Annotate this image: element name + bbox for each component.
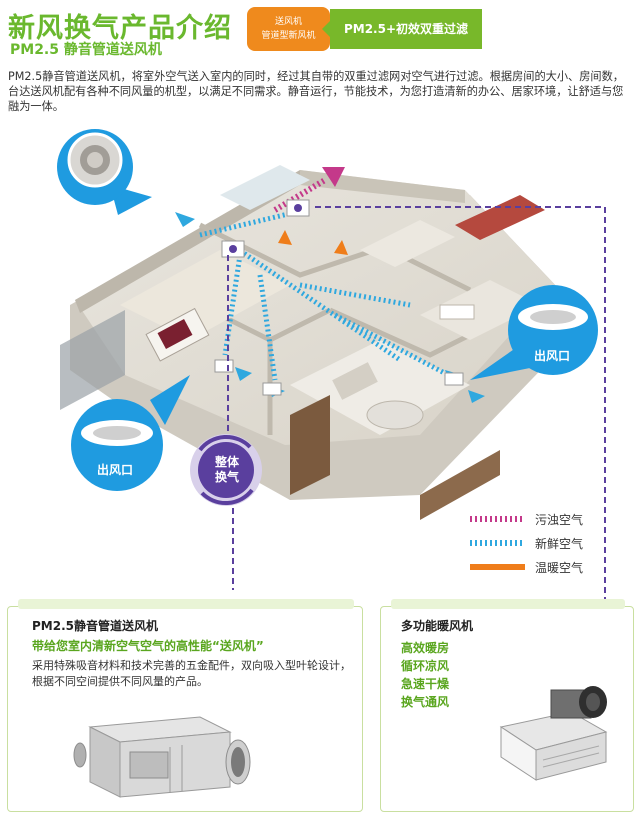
tag-product-type-line1: 送风机 xyxy=(274,17,302,27)
bedroom-floor xyxy=(120,250,290,340)
whole-house-label-line1: 整体 xyxy=(214,455,239,469)
duct-cover-label: 圆管罩 xyxy=(76,208,113,222)
heater-image xyxy=(499,686,608,781)
page-subtitle: PM2.5 静音管道送风机 xyxy=(10,42,162,58)
kitchen-cabinet xyxy=(455,195,545,240)
wood-wall xyxy=(290,395,330,495)
product-card-heater: 多功能暖风机 高效暖房 循环凉风 急速干燥 换气通风 xyxy=(380,599,634,812)
fan-units xyxy=(214,199,464,396)
dining-floor xyxy=(420,280,540,340)
legend-exhaust: 污浊空气 xyxy=(535,513,584,527)
duct-fan-description: 采用特殊吸音材料和技术完善的五金配件，双向吸入型叶轮设计，根据不同空间提供不同风… xyxy=(32,659,351,688)
tag-product-type-line2: 管道型新风机 xyxy=(261,31,316,41)
tag-filter-feature: PM2.5+初效双重过滤 xyxy=(322,9,482,49)
duct-fan-headline: 带给您室内清新空气空气的高性能“送风机” xyxy=(32,639,264,653)
outlet-right-label: 出风口 xyxy=(534,349,571,363)
heater-feature-4: 换气通风 xyxy=(401,695,450,709)
tag-product-type: 送风机 管道型新风机 xyxy=(247,7,330,51)
dashed-connector-2 xyxy=(315,206,606,605)
exhaust-arrow xyxy=(322,167,345,187)
house-cutaway-graphic xyxy=(57,129,606,605)
outlet-left-label: 出风口 xyxy=(97,463,134,477)
page-title: 新风换气产品介绍 xyxy=(8,13,232,44)
legend-warm: 温暖空气 xyxy=(535,561,584,575)
bathroom-floor xyxy=(220,165,310,210)
heater-feature-1: 高效暖房 xyxy=(401,641,450,655)
heater-feature-3: 急速干燥 xyxy=(401,677,450,691)
heater-feature-2: 循环凉风 xyxy=(401,659,450,673)
balcony-rail xyxy=(60,310,125,410)
whole-house-label-line2: 换气 xyxy=(214,470,239,484)
product-card-duct-fan: PM2.5静音管道送风机 带给您室内清新空气空气的高性能“送风机” 采用特殊吸音… xyxy=(7,599,363,812)
fresh-air-ducts xyxy=(199,207,454,381)
living-floor xyxy=(290,340,470,435)
heater-title: 多功能暖风机 xyxy=(401,619,474,633)
warm-air-arrows xyxy=(278,230,348,255)
duct-fan-image xyxy=(73,716,251,798)
house-illustration: 圆管罩 出风口 出风口 整体 换气 污浊空气 新鲜空气 温暖空气 xyxy=(0,115,640,605)
duct-fan-title: PM2.5静音管道送风机 xyxy=(32,619,158,633)
intro-paragraph: PM2.5静音管道送风机，将室外空气送入室内的同时，经过其自带的双重过滤网对空气… xyxy=(8,70,624,113)
whole-house-label: 整体 换气 xyxy=(213,455,241,485)
legend-fresh: 新鲜空气 xyxy=(535,537,584,551)
